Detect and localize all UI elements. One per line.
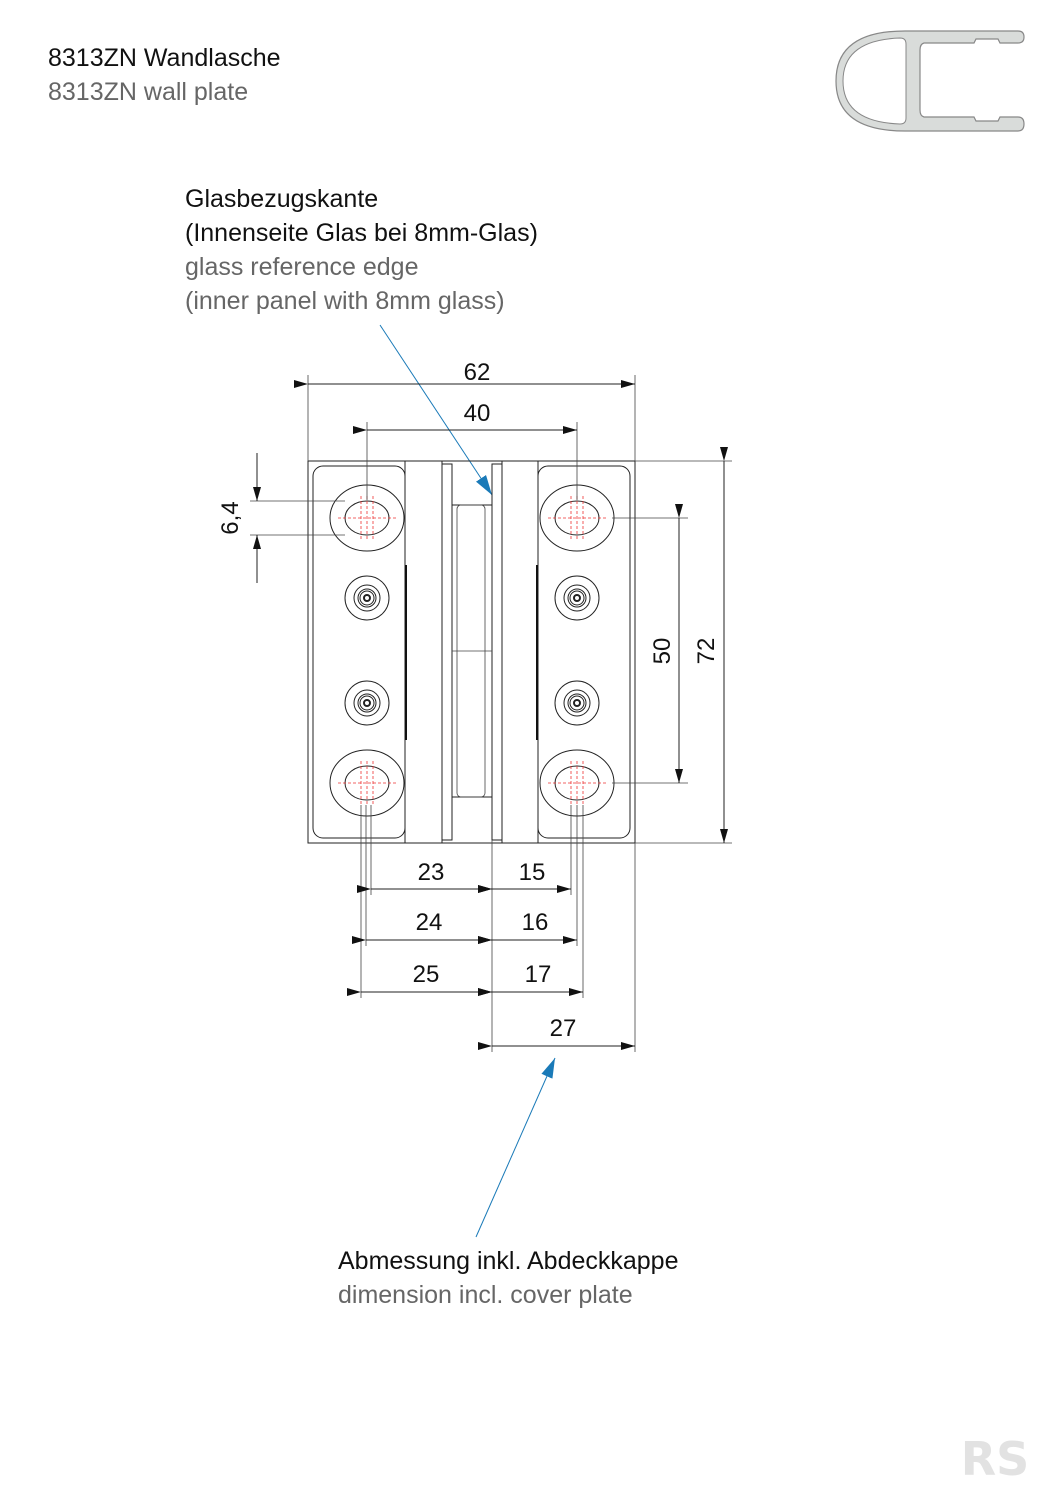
dim-right-row3: 17 (525, 961, 552, 988)
dim-slot-width: 6,4 (217, 501, 244, 534)
wall-plate-drawing (307, 460, 636, 844)
dim-right-row1: 15 (519, 859, 546, 886)
dim-hole-spacing-vertical: 50 (649, 638, 676, 665)
cover-plate-leader-arrow (475, 1057, 556, 1238)
cover-plate-label-de: Abmessung inkl. Abdeckkappe (338, 1247, 679, 1275)
glass-edge-callout: Glasbezugskante (Innenseite Glas bei 8mm… (185, 185, 538, 496)
dim-hole-spacing-horizontal: 40 (464, 400, 491, 427)
glass-edge-label-de-1: Glasbezugskante (185, 185, 378, 213)
title-english: 8313ZN wall plate (48, 78, 248, 106)
glass-edge-label-en-1: glass reference edge (185, 253, 418, 281)
screw-icon (554, 680, 600, 726)
dim-cover-plate-width: 27 (550, 1015, 577, 1042)
dim-overall-height: 72 (693, 638, 720, 665)
dim-left-row3: 25 (413, 961, 440, 988)
dimension-lines (253, 380, 728, 1050)
rs-logo: RS (961, 1432, 1030, 1486)
screw-icon (344, 575, 390, 621)
screw-icon (344, 680, 390, 726)
seal-profile-icon (835, 30, 1025, 132)
glass-edge-label-en-2: (inner panel with 8mm glass) (185, 287, 505, 315)
screw-icon (554, 575, 600, 621)
dim-left-row2: 24 (416, 909, 443, 936)
rs-logo-text: RS (961, 1432, 1030, 1486)
cover-plate-callout: Abmessung inkl. Abdeckkappe dimension in… (338, 1057, 679, 1309)
dim-right-row2: 16 (522, 909, 549, 936)
mounting-slot-bottom-left (329, 749, 405, 817)
glass-edge-leader-arrow (379, 324, 493, 496)
dim-overall-width: 62 (464, 359, 491, 386)
title-german: 8313ZN Wandlasche (48, 44, 281, 72)
extension-lines (250, 375, 732, 1052)
cover-plate-label-en: dimension incl. cover plate (338, 1281, 633, 1309)
glass-edge-label-de-2: (Innenseite Glas bei 8mm-Glas) (185, 219, 538, 247)
dim-left-row1: 23 (418, 859, 445, 886)
